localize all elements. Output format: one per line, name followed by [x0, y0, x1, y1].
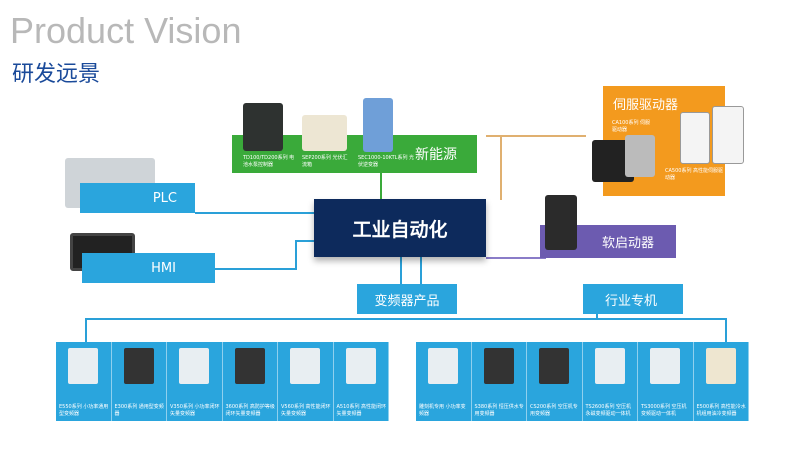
servo-drive-image-2: [712, 106, 744, 164]
plc-tag: PLC: [80, 183, 195, 213]
title-en: Product Vision: [10, 10, 242, 51]
connector-hmi-v: [295, 240, 297, 270]
core-node: 工业自动化: [314, 199, 486, 257]
connector-down: [400, 257, 402, 287]
inverter-product[interactable]: 3600系列 高防护等级闭环矢量变频器: [223, 342, 278, 421]
new-energy-product-3: SEC1000-10KTL系列 光伏逆变器: [358, 155, 415, 168]
inverter-product[interactable]: A510系列 高性能闭环矢量变频器: [334, 342, 389, 421]
core-label: 工业自动化: [352, 218, 448, 241]
industry-product[interactable]: S380系列 恒压供水专用变频器: [472, 342, 527, 421]
sec1000-image: [363, 98, 393, 152]
new-energy-label: 新能源: [415, 147, 457, 163]
servo-product-2: CA500系列 高性能伺服驱动器: [665, 168, 724, 181]
connector-right: [725, 318, 727, 342]
industry-product[interactable]: 雕刻机专用 小功率变频器: [416, 342, 472, 421]
industry-tag: 行业专机: [583, 284, 683, 314]
hmi-label: HMI: [151, 260, 176, 276]
connector-hmi-h: [295, 240, 315, 242]
servo-product-1: CA100系列 伺服驱动器: [612, 120, 651, 133]
new-energy-product-2: SEP200系列 光伏汇流箱: [302, 155, 348, 168]
new-energy-product-1: TD100/TD200系列 电池水泵控制器: [243, 155, 295, 168]
connector-bus: [85, 318, 725, 320]
inverter-tag: 变频器产品: [357, 284, 457, 314]
industry-product[interactable]: TS2600系列 空压机永磁变频驱动一体机: [583, 342, 638, 421]
inverter-product[interactable]: E550系列 小功率通用型变频器: [56, 342, 112, 421]
inverter-label: 变频器产品: [374, 293, 440, 309]
connector-hmi: [215, 268, 295, 270]
industry-product[interactable]: CS200系列 空压机专用变频器: [527, 342, 583, 421]
sep200-image: [302, 115, 347, 151]
plc-label: PLC: [152, 190, 177, 206]
connector-plc: [195, 212, 315, 214]
connector-inverter: [420, 257, 422, 285]
industry-product[interactable]: E500系列 高性能冷水机组用油冷变频器: [694, 342, 749, 421]
servo-drive-image: [680, 112, 710, 164]
hmi-tag: HMI: [82, 253, 215, 283]
soft-start-label: 软启动器: [601, 236, 654, 251]
industry-product[interactable]: TS3000系列 空压机变频驱动一体机: [638, 342, 694, 421]
connector-servo-v: [500, 135, 502, 200]
servo-amp-image: [625, 135, 655, 177]
connector-servo: [486, 135, 586, 137]
connector-softstart: [486, 257, 546, 259]
title-cn: 研发远景: [12, 62, 101, 87]
inverter-product[interactable]: E300系列 通用型变频器: [112, 342, 167, 421]
industry-label: 行业专机: [605, 293, 658, 309]
connector-left: [85, 318, 87, 342]
inverter-product[interactable]: V350系列 小功率闭环矢量变频器: [167, 342, 223, 421]
servo-label: 伺服驱动器: [613, 98, 679, 113]
inverter-product[interactable]: V560系列 高性能闭环矢量变频器: [278, 342, 334, 421]
soft-start-image: [545, 195, 577, 250]
industry-product-strip: 雕刻机专用 小功率变频器 S380系列 恒压供水专用变频器 CS200系列 空压…: [416, 342, 749, 421]
td100-image: [243, 103, 283, 151]
inverter-product-strip: E550系列 小功率通用型变频器 E300系列 通用型变频器 V350系列 小功…: [56, 342, 389, 421]
